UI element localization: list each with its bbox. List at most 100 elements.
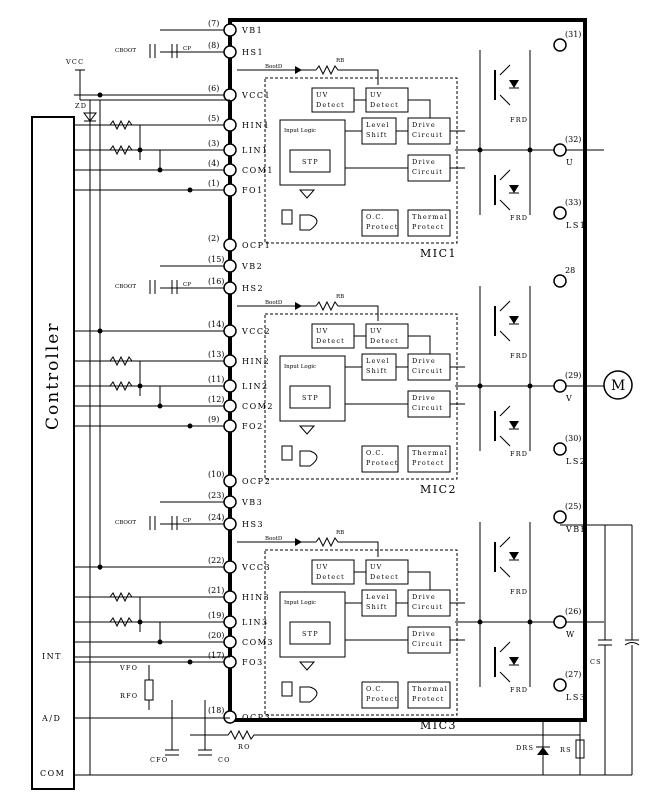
pin-vcc2 xyxy=(223,324,237,338)
svg-text:Shift: Shift xyxy=(366,131,388,139)
uv-detect-block xyxy=(311,87,355,113)
svg-text:O.C.: O.C. xyxy=(366,449,385,457)
pin-number: (14) xyxy=(208,320,224,329)
mic-label: MIC3 xyxy=(420,719,457,732)
pin-name: OCP2 xyxy=(242,477,271,486)
controller-pin-ad: A/D xyxy=(41,714,61,723)
pin-name: COM3 xyxy=(242,638,274,647)
drive-circuit-block-low xyxy=(407,626,451,654)
out-pin-number: (32) xyxy=(565,135,581,144)
out-pin-number: (31) xyxy=(565,30,581,39)
cboot-label: CBOOT xyxy=(115,284,136,290)
rs-label: RS xyxy=(560,746,572,754)
pin-number: (16) xyxy=(208,277,224,286)
pin-lin2 xyxy=(223,379,237,393)
stp-block xyxy=(289,149,331,173)
pin-number: (7) xyxy=(208,19,219,28)
controller-label: Controller xyxy=(43,322,63,430)
svg-text:STP: STP xyxy=(302,158,319,166)
pin-lin3 xyxy=(223,615,237,629)
boot-d-label: BootD xyxy=(265,300,283,306)
cs-label: CS xyxy=(590,658,602,666)
frd-label-low: FRD xyxy=(510,686,528,694)
pin-com3 xyxy=(223,635,237,649)
cboot-label: CBOOT xyxy=(115,48,136,54)
svg-text:Drive: Drive xyxy=(412,593,436,601)
pin-number: (24) xyxy=(208,513,224,522)
pin-number: (3) xyxy=(208,139,219,148)
rb-label: RB xyxy=(336,530,344,536)
svg-text:Level: Level xyxy=(366,593,390,601)
svg-text:Detect: Detect xyxy=(370,337,399,345)
svg-text:Shift: Shift xyxy=(366,603,388,611)
svg-text:Detect: Detect xyxy=(370,573,399,581)
pin-name: LIN2 xyxy=(242,382,269,391)
drive-circuit-block-high xyxy=(407,589,451,617)
out-pin-number: (30) xyxy=(565,434,581,443)
pin-name: VCC2 xyxy=(241,327,271,336)
pin-name: FO1 xyxy=(242,186,264,195)
pin-hin3 xyxy=(223,590,237,604)
out-pin-name: W xyxy=(566,630,576,639)
svg-text:STP: STP xyxy=(302,394,319,402)
svg-text:UV: UV xyxy=(370,327,383,335)
level-shift-block xyxy=(361,117,397,145)
pin-name: HIN1 xyxy=(242,121,270,130)
uv-detect-block-high xyxy=(365,87,409,113)
out-pin xyxy=(553,442,567,456)
svg-text:Drive: Drive xyxy=(412,121,436,129)
svg-text:Drive: Drive xyxy=(412,158,436,166)
pin-ocp1 xyxy=(223,238,237,252)
frd-label: FRD xyxy=(510,588,528,596)
svg-text:Detect: Detect xyxy=(316,337,345,345)
svg-text:Circuit: Circuit xyxy=(412,367,443,375)
pin-vb2 xyxy=(223,259,237,273)
pin-number: (19) xyxy=(208,611,224,620)
out-pin xyxy=(553,38,567,52)
pin-number: (11) xyxy=(208,375,224,384)
pin-number: (5) xyxy=(208,114,219,123)
svg-text:Shift: Shift xyxy=(366,367,388,375)
stp-block xyxy=(289,621,331,645)
mic-label: MIC2 xyxy=(420,483,457,496)
oc-protect-block xyxy=(361,681,399,709)
pin-fo2 xyxy=(223,419,237,433)
pin-name: HS1 xyxy=(242,48,264,57)
ic-package xyxy=(228,18,587,722)
pin-hs2 xyxy=(223,281,237,295)
pin-name: HIN2 xyxy=(242,357,270,366)
pin-vb1 xyxy=(223,23,237,37)
oc-protect-block xyxy=(361,209,399,237)
stp-block xyxy=(289,385,331,409)
out-pin-name: LS2 xyxy=(566,457,586,466)
svg-text:STP: STP xyxy=(302,630,319,638)
svg-text:UV: UV xyxy=(316,563,329,571)
frd-label-low: FRD xyxy=(510,214,528,222)
pin-ocp3 xyxy=(223,710,237,724)
pin-vcc1 xyxy=(223,88,237,102)
boot-d-label: BootD xyxy=(265,64,283,70)
svg-text:Thermal: Thermal xyxy=(412,685,448,693)
thermal-protect-block xyxy=(407,445,451,473)
pin-name: LIN1 xyxy=(242,146,269,155)
out-pin-name: VBB xyxy=(565,525,588,534)
drive-circuit-block-low xyxy=(407,154,451,182)
svg-text:Protect: Protect xyxy=(366,695,399,703)
pin-number: (22) xyxy=(208,556,224,565)
svg-text:UV: UV xyxy=(370,563,383,571)
svg-text:Detect: Detect xyxy=(370,101,399,109)
pin-number: (18) xyxy=(208,706,224,715)
pin-name: LIN3 xyxy=(242,618,269,627)
pin-number: (17) xyxy=(208,651,224,660)
out-pin-name: LS3 xyxy=(566,693,586,702)
drive-circuit-block-high xyxy=(407,117,451,145)
mic-label: MIC1 xyxy=(420,247,457,260)
svg-text:Level: Level xyxy=(366,357,390,365)
pin-number: (4) xyxy=(208,159,219,168)
svg-text:UV: UV xyxy=(316,327,329,335)
pin-hs1 xyxy=(223,45,237,59)
pin-number: (2) xyxy=(208,234,219,243)
boot-d-label: BootD xyxy=(265,536,283,542)
svg-text:Protect: Protect xyxy=(412,223,445,231)
pin-hin2 xyxy=(223,354,237,368)
